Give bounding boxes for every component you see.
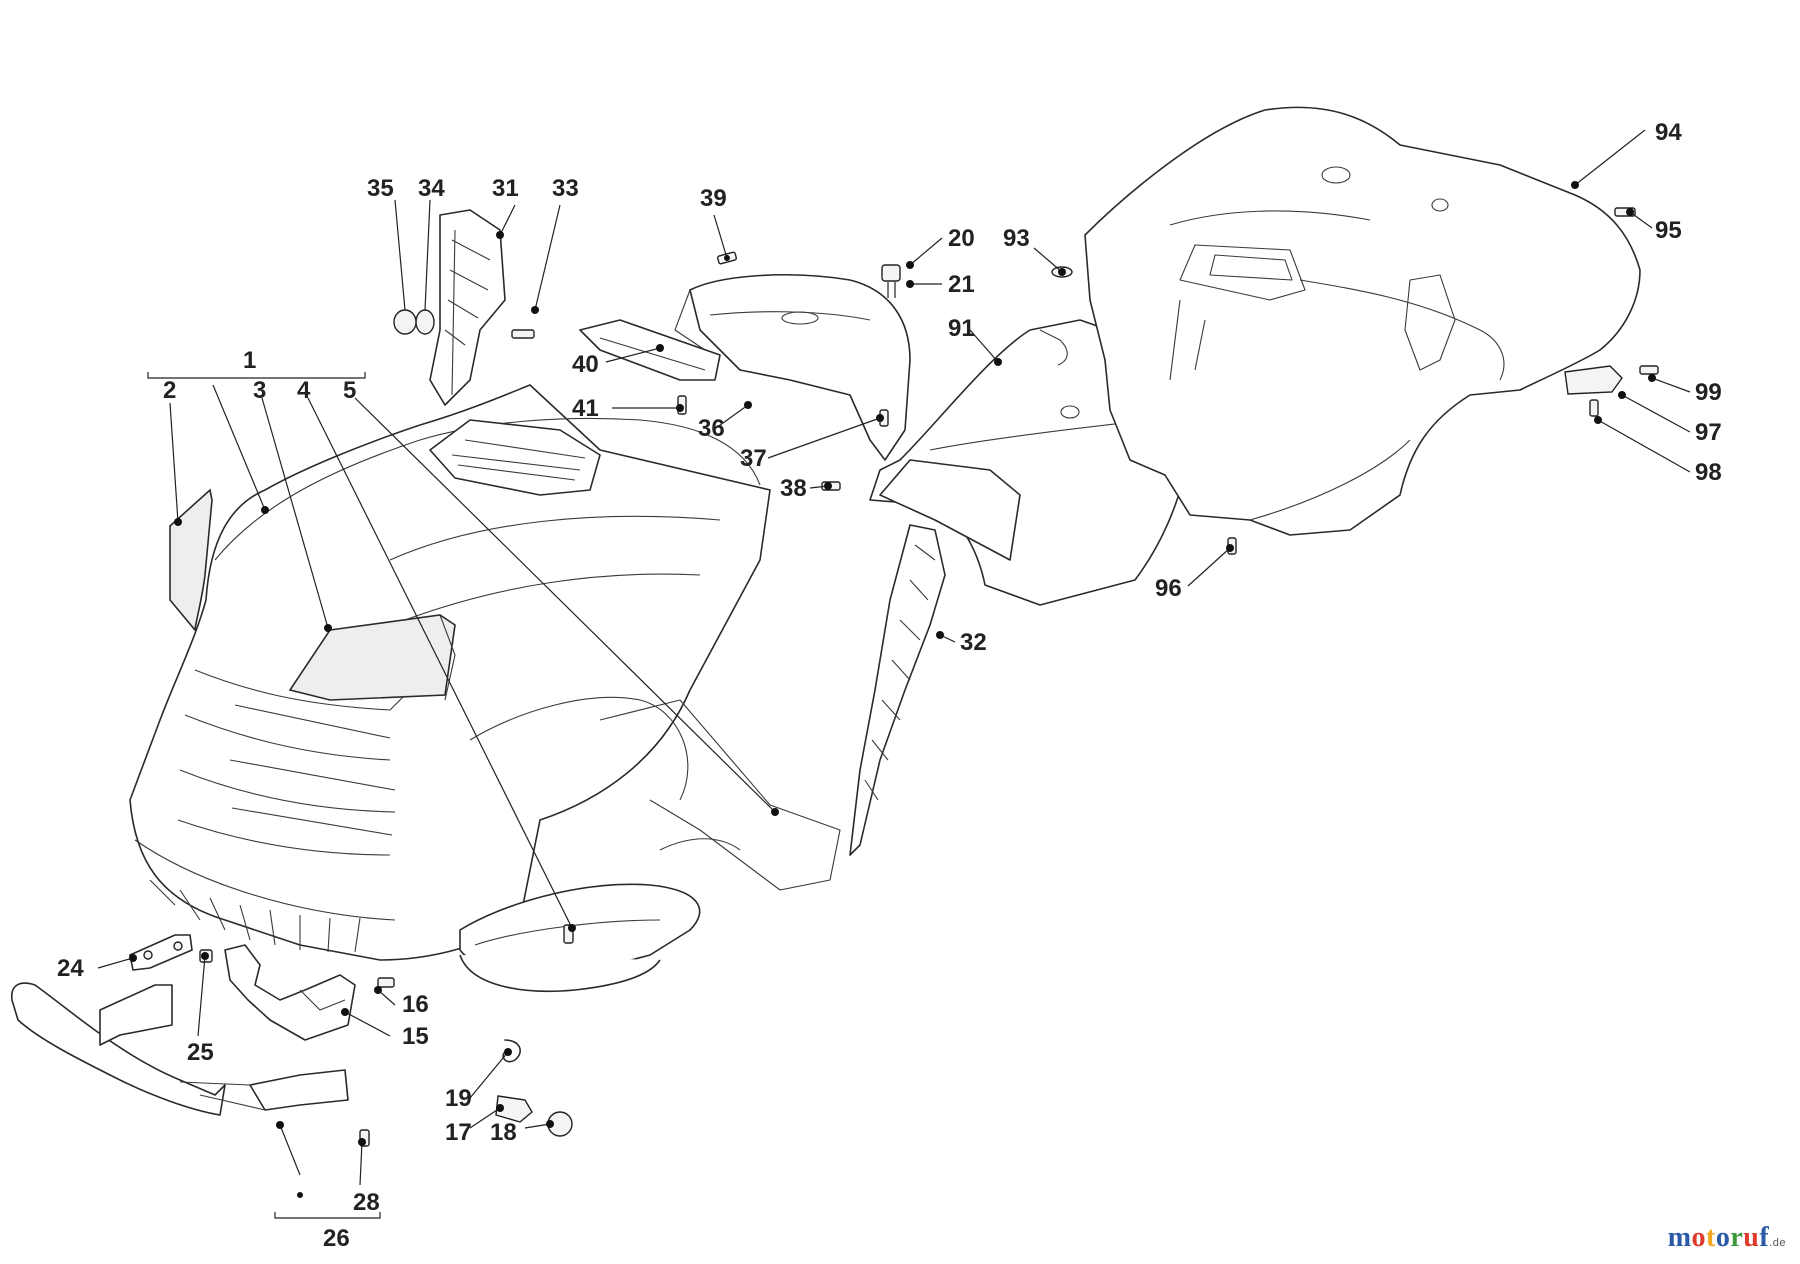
callout-19: 19	[445, 1085, 472, 1112]
callout-21: 21	[948, 271, 975, 298]
callout-94: 94	[1655, 119, 1682, 146]
callout-91: 91	[948, 315, 975, 342]
callout-93: 93	[1003, 225, 1030, 252]
callout-2: 2	[163, 377, 176, 404]
callout-25: 25	[187, 1039, 214, 1066]
callout-95: 95	[1655, 217, 1682, 244]
part-15-bracket	[224, 944, 356, 1041]
callout-4: 4	[297, 377, 311, 404]
callout-37: 37	[740, 445, 767, 472]
callout-99: 99	[1695, 379, 1722, 406]
callout-98: 98	[1695, 459, 1722, 486]
callout-17: 17	[445, 1119, 472, 1146]
callout-34: 34	[418, 175, 445, 202]
part-32-bracket	[849, 524, 946, 856]
callout-96: 96	[1155, 575, 1182, 602]
rear-fender	[1084, 106, 1641, 536]
callout-41: 41	[572, 395, 599, 422]
callout-31: 31	[492, 175, 519, 202]
callout-26: 26	[323, 1225, 350, 1252]
leader-lines	[97, 129, 1691, 1219]
callout-28: 28	[353, 1189, 380, 1216]
callout-33: 33	[552, 175, 579, 202]
callout-16: 16	[402, 991, 429, 1018]
callout-18: 18	[490, 1119, 517, 1146]
callout-24: 24	[57, 955, 84, 982]
brand-suffix: .de	[1769, 1237, 1786, 1249]
brand-watermark: motoruf.de	[1668, 1222, 1786, 1254]
part-24-bracket	[129, 934, 193, 971]
callout-3: 3	[253, 377, 266, 404]
callout-20: 20	[948, 225, 975, 252]
callout-15: 15	[402, 1023, 429, 1050]
callout-40: 40	[572, 351, 599, 378]
callout-1: 1	[243, 347, 256, 374]
callout-labels: 1 2 3 4 5 35 34 31 33 39 20 21 93 91 94 …	[57, 119, 1722, 1252]
part-31-bracket	[429, 209, 506, 406]
callout-35: 35	[367, 175, 394, 202]
callout-5: 5	[343, 377, 356, 404]
dash-panel	[689, 274, 911, 461]
callout-39: 39	[700, 185, 727, 212]
callout-32: 32	[960, 629, 987, 656]
callout-36: 36	[698, 415, 725, 442]
callout-97: 97	[1695, 419, 1722, 446]
callout-38: 38	[780, 475, 807, 502]
hood-assembly	[129, 384, 841, 993]
leader-dots	[129, 181, 1656, 1198]
brand-name: motoruf	[1667, 1222, 1770, 1253]
front-bumper	[10, 982, 349, 1116]
